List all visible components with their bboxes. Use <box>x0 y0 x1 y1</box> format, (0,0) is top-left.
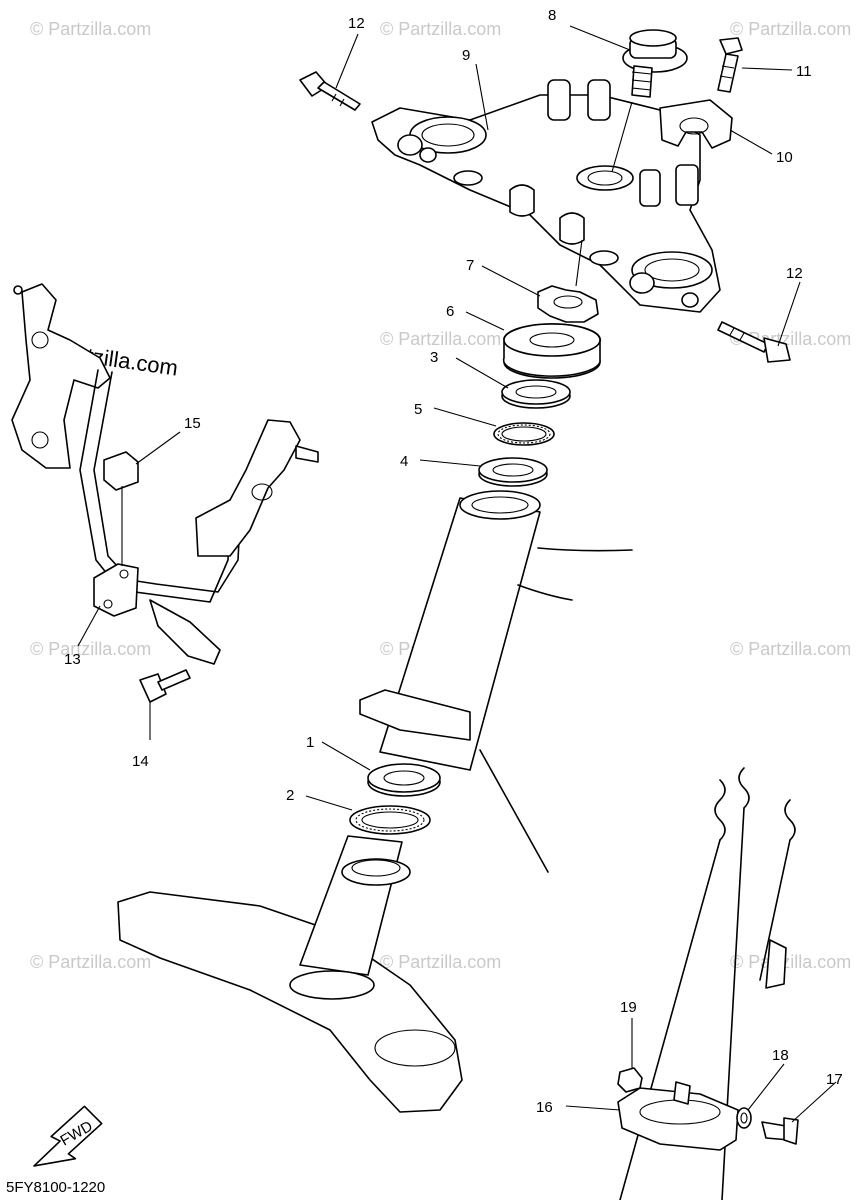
washer-18 <box>736 1107 752 1129</box>
callouts: 1 2 3 4 5 6 7 8 9 10 11 12 12 13 14 15 1… <box>64 7 843 1116</box>
race-1 <box>367 763 441 797</box>
steering-head <box>359 490 633 873</box>
callout-19: 19 <box>620 999 637 1016</box>
bolt-8 <box>622 29 688 98</box>
watermark: © Partzilla.com <box>730 952 851 972</box>
callout-5: 5 <box>414 401 422 418</box>
watermark: © Partzilla.com <box>30 639 151 659</box>
callout-18: 18 <box>772 1047 789 1064</box>
watermark: © Partzilla.com <box>380 19 501 39</box>
callout-10: 10 <box>776 149 793 166</box>
ring-nut-7 <box>537 285 599 323</box>
bolt-14 <box>139 669 191 703</box>
race-4 <box>478 457 548 487</box>
upper-bracket <box>371 79 721 313</box>
nut-19 <box>617 1067 643 1093</box>
watermark: © Partzilla.com <box>730 19 851 39</box>
callout-9: 9 <box>462 47 470 64</box>
headlight-stay <box>11 283 319 665</box>
watermark: © Partzilla.com <box>380 329 501 349</box>
callout-7: 7 <box>466 257 474 274</box>
callout-6: 6 <box>446 303 454 320</box>
watermark: © Partzilla.com <box>730 639 851 659</box>
callout-1: 1 <box>306 734 314 751</box>
bearing-2 <box>349 805 431 835</box>
callout-11: 11 <box>796 63 812 80</box>
callout-3: 3 <box>430 349 438 366</box>
handlebar-holder <box>659 99 733 149</box>
cover-6 <box>502 323 602 379</box>
bolt-11 <box>717 37 743 93</box>
callout-16: 16 <box>536 1099 553 1116</box>
callout-12-left: 12 <box>348 15 365 32</box>
fork-tube <box>619 767 796 1200</box>
diagram-code: 5FY8100-1220 <box>6 1179 105 1196</box>
brake-hose-guide <box>617 1081 739 1151</box>
clamp-13 <box>93 563 139 617</box>
callout-14: 14 <box>132 753 149 770</box>
watermark: © Partzilla.com <box>380 952 501 972</box>
watermark: © Partzilla.com <box>30 19 151 39</box>
fwd-arrow: FWD <box>33 1105 103 1167</box>
watermark: © Partzilla.com <box>30 952 151 972</box>
callout-12-right: 12 <box>786 265 803 282</box>
bolt-12-right <box>717 321 791 363</box>
callout-17: 17 <box>826 1071 843 1088</box>
callout-2: 2 <box>286 787 294 804</box>
callout-13: 13 <box>64 651 81 668</box>
bolt-12-left <box>299 71 361 111</box>
lower-bracket <box>117 835 463 1113</box>
callout-4: 4 <box>400 453 408 470</box>
callout-15: 15 <box>184 415 201 432</box>
callout-8: 8 <box>548 7 556 24</box>
bolt-17 <box>761 1117 799 1145</box>
leader-lines <box>77 25 837 1123</box>
bearing-5 <box>493 422 555 446</box>
cap-15 <box>103 451 139 491</box>
washer-3 <box>501 379 571 409</box>
